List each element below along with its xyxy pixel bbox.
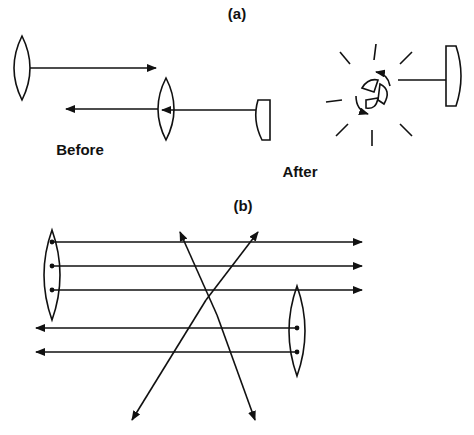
nucleon-dot xyxy=(295,326,300,331)
state-label: Before xyxy=(56,142,104,159)
nucleus-lens xyxy=(14,36,30,100)
emission-dash xyxy=(326,100,342,102)
rotation-arrow xyxy=(356,96,368,114)
emission-dash xyxy=(400,124,412,136)
nucleon-arrow xyxy=(36,327,297,329)
emission-arrow xyxy=(206,232,258,300)
spectator-fragment xyxy=(446,46,461,106)
nucleon-arrow xyxy=(52,265,362,267)
emission-dash xyxy=(400,52,412,64)
nucleus-lens xyxy=(289,286,305,376)
emission-dash xyxy=(336,124,348,136)
velocity-line xyxy=(398,79,446,81)
emission-dash xyxy=(340,52,350,64)
nucleon-arrow xyxy=(36,351,297,353)
nucleus-lens xyxy=(44,230,60,320)
fireball-fragment xyxy=(378,84,387,104)
spectator-fragment xyxy=(256,100,270,140)
nucleon-arrow xyxy=(52,289,362,291)
nucleon-dot xyxy=(295,350,300,355)
state-label: After xyxy=(282,164,317,181)
nucleon-dot xyxy=(50,240,55,245)
velocity-arrow xyxy=(162,109,256,111)
nucleon-dot xyxy=(50,264,55,269)
nucleon-dot xyxy=(50,288,55,293)
emission-dash xyxy=(374,44,376,60)
emission-arrow xyxy=(180,232,217,315)
rotation-arrow xyxy=(376,72,390,86)
emission-arrow xyxy=(132,300,206,420)
fireball-fragment xyxy=(366,98,378,108)
velocity-arrow xyxy=(30,67,156,69)
nucleus-lens xyxy=(158,78,174,140)
panel-label: (a) xyxy=(228,6,246,23)
panel-label: (b) xyxy=(233,198,252,215)
velocity-arrow xyxy=(66,108,158,110)
nucleon-arrow xyxy=(52,241,362,243)
emission-arrow xyxy=(217,315,255,420)
fireball-fragment xyxy=(362,80,378,92)
emission-dash xyxy=(371,130,373,146)
